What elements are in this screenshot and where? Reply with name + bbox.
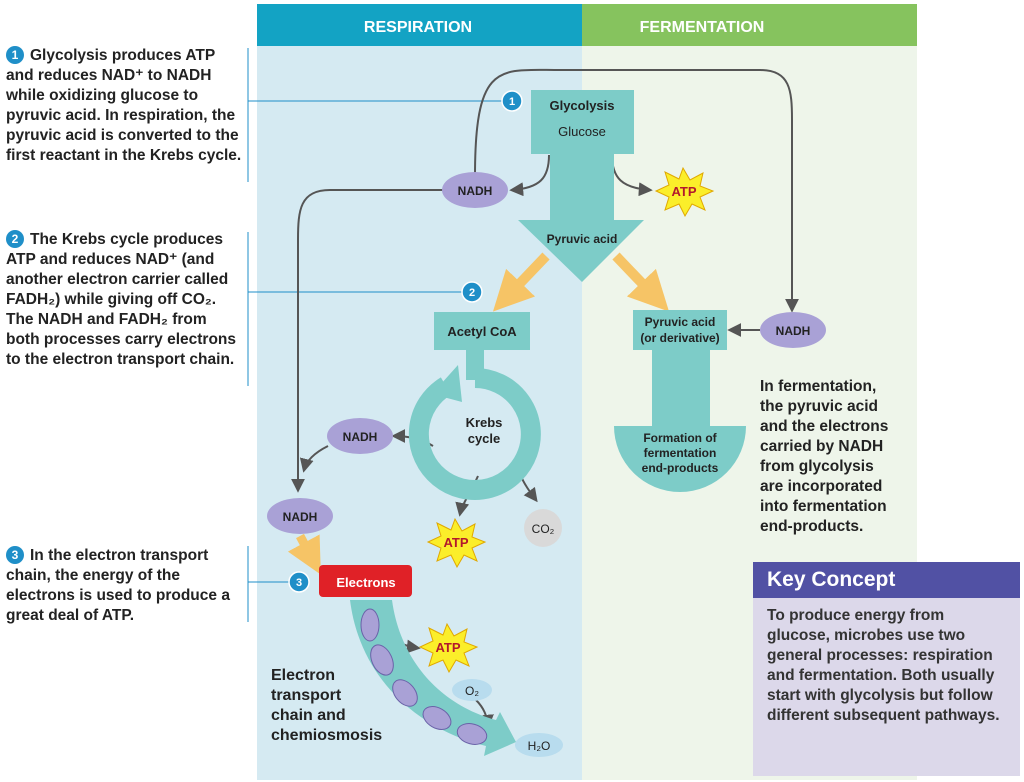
etc-label-4: chemiosmosis [271, 727, 382, 744]
glycolysis-arrow [518, 154, 644, 282]
note-1-text: Glycolysis produces ATP and reduces NAD⁺… [6, 47, 242, 164]
step-1-marker [501, 90, 523, 112]
note-1-number: 1 [6, 46, 24, 64]
nadh-to-etc-line [291, 189, 445, 493]
step-3-marker [288, 571, 310, 593]
glycolysis-box [531, 90, 634, 154]
etc-label-2: transport [271, 687, 342, 704]
nadh-oval-fermentation [760, 312, 826, 348]
co2-label: CO₂ [532, 522, 555, 536]
acetyl-coa-label: Acetyl CoA [447, 324, 517, 339]
key-concept-text: To produce energy from glucose, microbes… [767, 607, 1000, 724]
fermentation-stem [652, 350, 710, 426]
nadh-oval-glycolysis [442, 172, 508, 208]
pyruvic-to-fermentation-arrow [612, 252, 670, 312]
fermentation-note-line-1: In fermentation, [760, 378, 876, 395]
nadh-to-fermentation-line [474, 68, 799, 313]
atp-label-etc: ATP [435, 640, 460, 655]
krebs-nadh-down-line [299, 445, 329, 473]
fermentation-note-line-6: are incorporated [760, 478, 882, 495]
nadh-oval-krebs [327, 418, 393, 454]
fermentation-header [582, 4, 917, 46]
o2-oval [452, 679, 492, 701]
key-concept-panel: Key Concept To produce energy from gluco… [753, 562, 1020, 776]
krebs-label-1: Krebs [466, 415, 503, 430]
nadh-oval-etc [267, 498, 333, 534]
pyruvic-derivative-label-1: Pyruvic acid [645, 315, 716, 329]
nadh-label-fermentation: NADH [776, 324, 811, 338]
krebs-cycle-ring [408, 368, 541, 500]
co2-circle [524, 509, 562, 547]
note-2-text: The Krebs cycle produces ATP and reduces… [6, 231, 237, 368]
etc-label-1: Electron [271, 667, 335, 684]
formation-label-1: Formation of [643, 431, 717, 445]
formation-label-2: fermentation [644, 446, 717, 460]
fermentation-note-line-3: and the electrons [760, 418, 888, 435]
fermentation-note-line-5: from glycolysis [760, 458, 874, 475]
krebs-label-2: cycle [468, 431, 501, 446]
glucose-to-nadh-line [509, 154, 550, 197]
nadh-label-glycolysis: NADH [458, 184, 493, 198]
step-2-marker [461, 281, 483, 303]
pyruvic-derivative-label-2: (or derivative) [640, 331, 719, 345]
pyruvic-derivative-box [633, 310, 727, 350]
atp-label-glycolysis: ATP [671, 184, 696, 199]
nadh-to-electrons-arrow [287, 533, 321, 575]
h2o-oval [515, 733, 563, 757]
etc-protein-5 [456, 723, 488, 745]
atp-burst-etc [418, 622, 479, 674]
respiration-header [257, 4, 582, 46]
note-3-number: 3 [6, 546, 24, 564]
nadh-label-etc: NADH [283, 510, 318, 524]
atp-burst-krebs [426, 517, 487, 569]
etc-label-3: chain and [271, 707, 346, 724]
respiration-header-label: RESPIRATION [364, 19, 472, 36]
fermentation-note-line-8: end-products. [760, 518, 863, 535]
fermentation-bowl [614, 426, 746, 492]
acetyl-coa-box [434, 312, 530, 350]
electrons-box [319, 565, 412, 597]
fermentation-header-label: FERMENTATION [640, 19, 765, 36]
formation-label-3: end-products [642, 461, 719, 475]
electrons-label: Electrons [336, 575, 395, 590]
fermentation-note-line-4: carried by NADH [760, 438, 883, 455]
etc-protein-4 [422, 706, 452, 730]
step-2-marker-label: 2 [469, 287, 475, 299]
fermentation-note-line-2: the pyruvic acid [760, 398, 878, 415]
glucose-label: Glucose [558, 124, 606, 139]
etc-band [350, 600, 516, 756]
glycolysis-label: Glycolysis [549, 98, 614, 113]
step-3-marker-label: 3 [296, 577, 302, 589]
fermentation-note-line-7: into fermentation [760, 498, 887, 515]
note-3-text: In the electron transport chain, the ene… [6, 547, 230, 624]
note-2-number: 2 [6, 230, 24, 248]
nadh-label-krebs: NADH [343, 430, 378, 444]
o2-label: O₂ [465, 684, 479, 698]
key-concept-title: Key Concept [753, 562, 1020, 598]
etc-protein-1 [360, 608, 380, 642]
pyruvic-to-acetyl-arrow [492, 252, 550, 312]
step-1-marker-label: 1 [509, 96, 515, 108]
atp-burst-glycolysis [654, 166, 715, 218]
etc-protein-2 [370, 644, 394, 676]
atp-label-krebs: ATP [443, 535, 468, 550]
etc-protein-3 [392, 679, 418, 707]
h2o-label: H₂O [528, 739, 551, 753]
krebs-cycle-arrowhead [432, 365, 462, 402]
pyruvic-acid-label: Pyruvic acid [547, 232, 618, 246]
